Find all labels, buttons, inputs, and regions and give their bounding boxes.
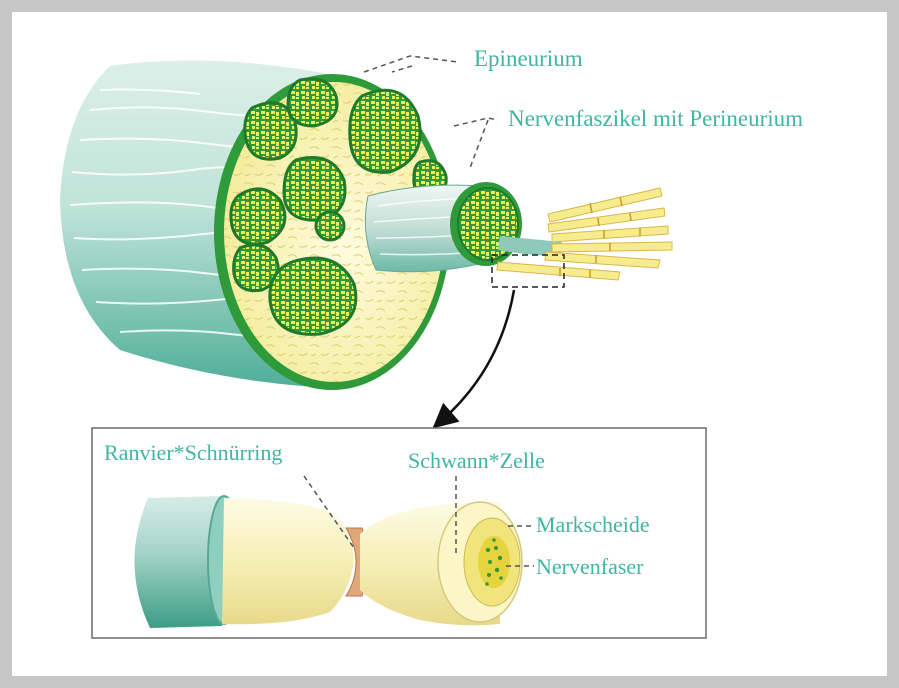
fascicle <box>284 158 345 221</box>
label-nervenfaser: Nervenfaser <box>536 554 644 579</box>
label-fascicle-perineurium: Nervenfaszikel mit Perineurium <box>508 106 803 131</box>
label-ranvier-node: Ranvier*Schnürring <box>104 440 282 465</box>
epineurium-leader <box>364 56 458 72</box>
fascicle <box>270 258 356 334</box>
left-myelin-segment <box>222 498 354 624</box>
fascicle <box>316 212 344 240</box>
axon-end <box>478 536 510 588</box>
fascicle <box>350 90 420 172</box>
zoom-arrow <box>440 290 514 422</box>
fascicle-leader <box>454 118 498 126</box>
label-markscheide: Markscheide <box>536 512 650 537</box>
fascicle <box>231 189 285 244</box>
nerve-fibers <box>497 188 672 280</box>
label-epineurium: Epineurium <box>474 46 583 71</box>
label-schwann-cell: Schwann*Zelle <box>408 448 545 473</box>
fascicle <box>288 79 337 126</box>
